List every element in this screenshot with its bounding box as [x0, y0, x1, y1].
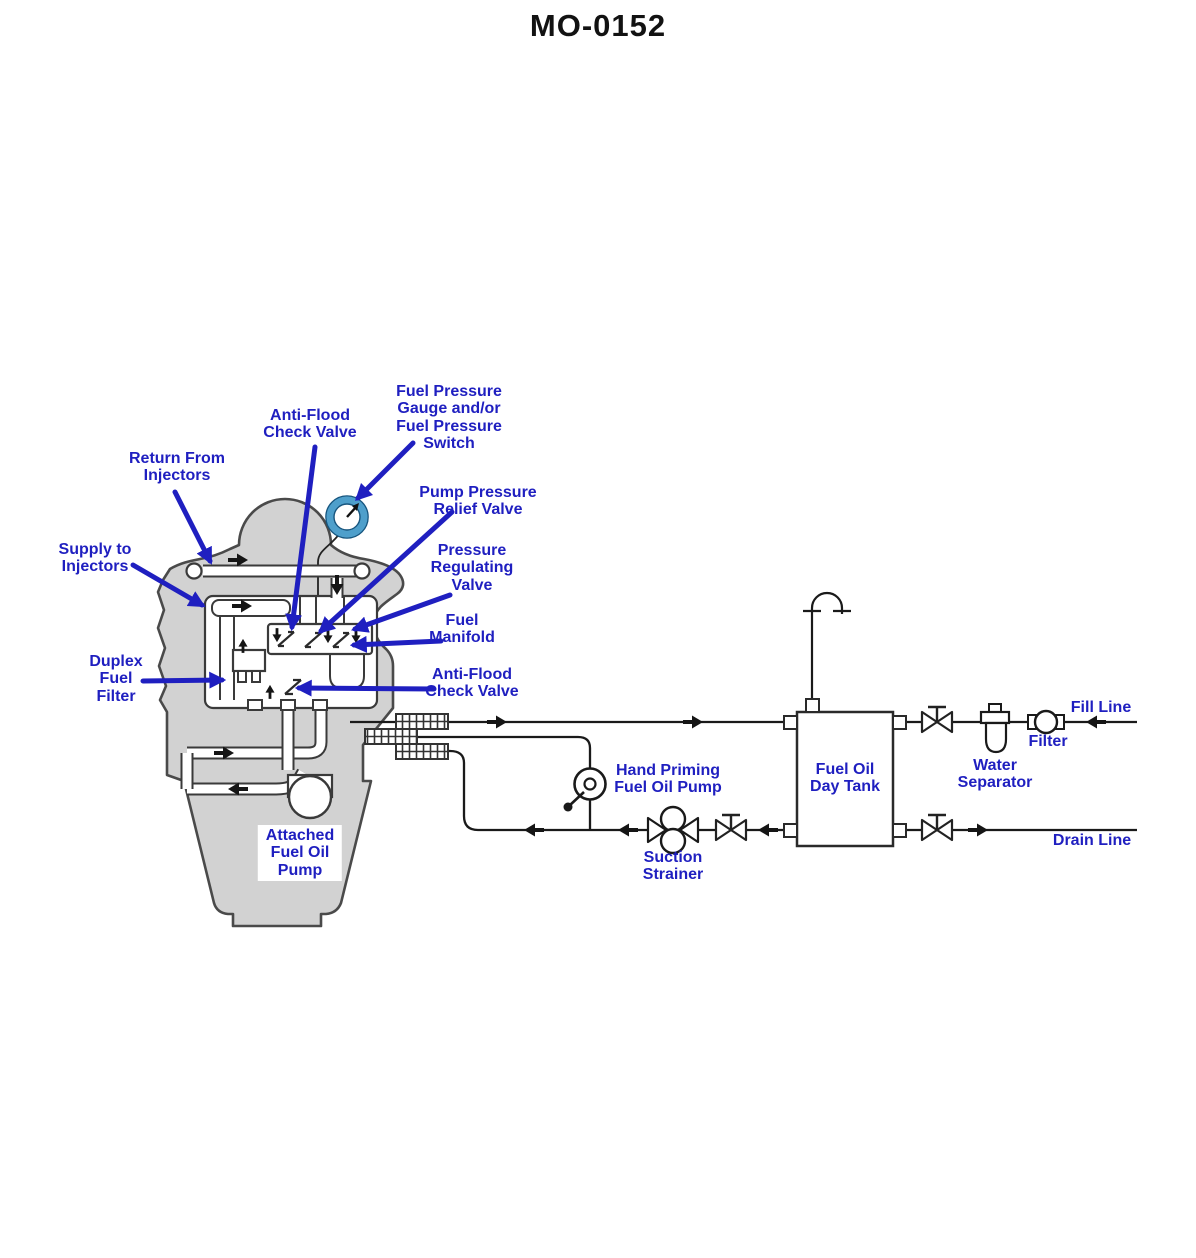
- hand-priming-pump-symbol: [563, 767, 607, 812]
- callout-fuel-manifold: [349, 635, 444, 653]
- fill-valve-icon: [920, 705, 954, 734]
- label-attached-fuel-oil-pump: Attached Fuel Oil Pump: [257, 825, 343, 881]
- label-pump-pressure-relief-valve: Pump Pressure Relief Valve: [419, 484, 537, 519]
- priming-branch-line: [417, 735, 592, 830]
- label-fill-line: Fill Line: [1070, 699, 1132, 716]
- water-separator-symbol: [979, 703, 1011, 754]
- callout-anti-flood-top: [285, 444, 318, 632]
- label-supply-to-injectors: Supply to Injectors: [58, 541, 132, 576]
- label-fuel-manifold: Fuel Manifold: [429, 612, 495, 647]
- vent-pipe: [803, 591, 851, 699]
- label-fuel-pressure-gauge: Fuel Pressure Gauge and/or Fuel Pressure…: [396, 383, 502, 452]
- gauge-pipe: [317, 532, 341, 600]
- label-anti-flood-check-valve-lower: Anti-Flood Check Valve: [425, 666, 519, 701]
- duplex-filter-symbol: [231, 648, 267, 683]
- suction-valve-icon: [714, 813, 748, 842]
- callout-return-from-injectors: [172, 489, 213, 565]
- label-pressure-regulating-valve: Pressure Regulating Valve: [430, 542, 514, 594]
- callout-arrows: [130, 440, 455, 697]
- label-drain-line: Drain Line: [1052, 832, 1132, 849]
- label-anti-flood-check-valve-top: Anti-Flood Check Valve: [263, 407, 357, 442]
- attached-pump-symbol: [286, 773, 334, 820]
- label-filter: Filter: [1028, 733, 1068, 750]
- flex-connectors: [364, 713, 449, 760]
- label-return-from-injectors: Return From Injectors: [129, 450, 225, 485]
- callout-duplex-filter: [140, 671, 227, 689]
- callout-regulating-valve: [350, 592, 453, 633]
- callout-fuel-pressure-gauge: [354, 440, 416, 502]
- label-hand-priming-pump: Hand Priming Fuel Oil Pump: [614, 762, 722, 797]
- label-water-separator: Water Separator: [957, 757, 1033, 792]
- day-tank: [783, 591, 907, 848]
- pressure-gauge: [325, 495, 369, 539]
- label-suction-strainer: Suction Strainer: [642, 849, 704, 884]
- drain-valve-icon: [920, 813, 954, 842]
- callout-supply-to-injectors: [130, 562, 206, 608]
- callout-pump-relief-valve: [317, 509, 455, 634]
- label-duplex-fuel-filter: Duplex Fuel Filter: [89, 653, 143, 705]
- callout-anti-flood-lower: [294, 679, 437, 697]
- suction-strainer-symbol: [646, 805, 700, 855]
- filter-symbol: [1027, 709, 1065, 735]
- suction-line: [415, 749, 784, 832]
- label-fuel-oil-day-tank: Fuel Oil Day Tank: [810, 761, 880, 796]
- page-title: MO-0152: [529, 8, 667, 43]
